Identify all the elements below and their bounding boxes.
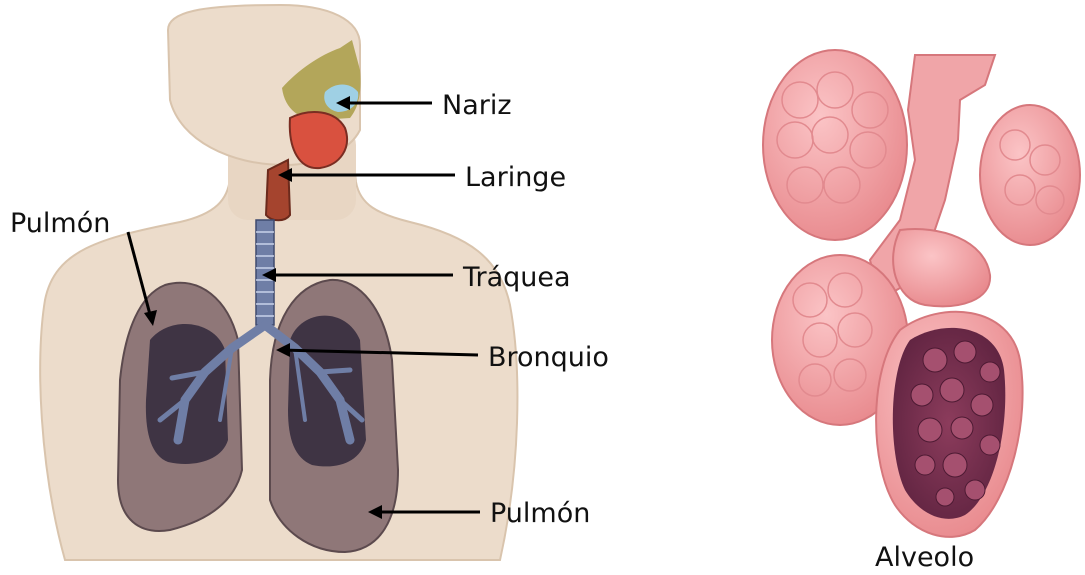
- label-pulmon-left: Pulmón: [10, 208, 110, 239]
- alveoli-illustration: [763, 50, 1080, 537]
- label-bronquio: Bronquio: [488, 342, 609, 373]
- alveolus-cluster-top-right: [980, 105, 1080, 245]
- larynx: [266, 160, 290, 220]
- label-pulmon-right: Pulmón: [490, 498, 590, 529]
- label-alveolo: Alveolo: [875, 542, 974, 573]
- label-traquea: Tráquea: [462, 262, 571, 293]
- torso-illustration: [40, 5, 517, 560]
- label-laringe: Laringe: [465, 162, 566, 193]
- label-nariz: Nariz: [442, 90, 512, 121]
- pharynx: [290, 112, 347, 168]
- alveolus-connector: [893, 229, 990, 306]
